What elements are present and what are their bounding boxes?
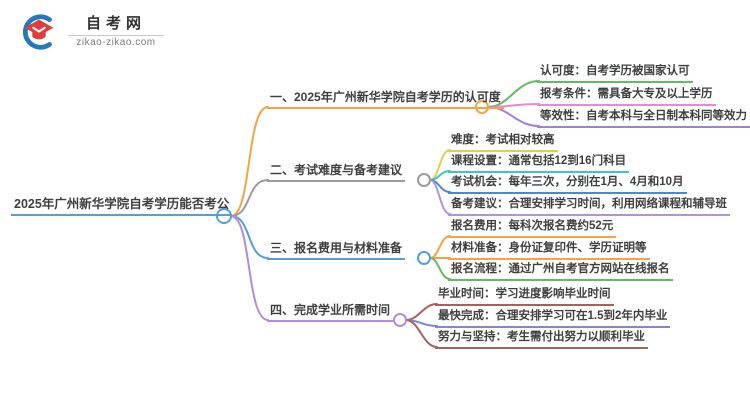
leaf-registration-fee[interactable]: 报名费用：每科次报名费约52元 [448, 218, 617, 238]
leaf-prep-advice[interactable]: 备考建议：合理安排学习时间，利用网络课程和辅导班 [448, 196, 730, 216]
leaf-graduation-time[interactable]: 毕业时间：学习进度影响毕业时间 [435, 286, 614, 306]
branch-3-fees-materials[interactable]: 三、报名费用与材料准备 [267, 240, 406, 260]
leaf-course-setup[interactable]: 课程设置：通常包括12到16门科目 [448, 153, 630, 173]
branch3-node-toggle[interactable] [417, 251, 431, 265]
branch4-node-toggle[interactable] [393, 313, 407, 327]
branch2-node-toggle[interactable] [417, 173, 431, 187]
logo-divider [68, 35, 164, 36]
leaf-exam-chances[interactable]: 考试机会：每年三次，分别在1月、4月和10月 [448, 174, 687, 194]
leaf-registration-process[interactable]: 报名流程：通过广州自考官方网站在线报名 [448, 261, 673, 281]
graduation-cap-icon [23, 14, 54, 50]
logo-text: 自考网 zikao-zikao.com [68, 15, 164, 49]
branch-4-time-to-finish[interactable]: 四、完成学业所需时间 [267, 302, 394, 322]
leaf-apply-conditions[interactable]: 报考条件：需具备大专及以上学历 [537, 86, 716, 106]
leaf-effort-persistence[interactable]: 努力与坚持：考生需付出努力以顺利毕业 [435, 329, 648, 349]
site-logo[interactable]: 自考网 zikao-zikao.com [18, 12, 164, 52]
root-topic[interactable]: 2025年广州新华学院自考学历能否考公 [11, 196, 233, 216]
branch-1-recognition[interactable]: 一、2025年广州新华学院自考学历的认可度 [267, 89, 504, 109]
branch-2-difficulty[interactable]: 二、考试难度与备考建议 [267, 162, 406, 182]
leaf-materials[interactable]: 材料准备：身份证复印件、学历证明等 [448, 240, 650, 260]
logo-title: 自考网 [85, 15, 146, 32]
logo-domain: zikao-zikao.com [76, 37, 156, 48]
leaf-equivalence[interactable]: 等效性：自考本科与全日制本科同等效力 [537, 108, 750, 128]
leaf-fastest-completion[interactable]: 最快完成：合理安排学习可在1.5到2年内毕业 [435, 308, 671, 328]
leaf-difficulty[interactable]: 难度：考试相对较高 [448, 132, 558, 152]
leaf-recognition[interactable]: 认可度：自考学历被国家认可 [537, 63, 693, 83]
